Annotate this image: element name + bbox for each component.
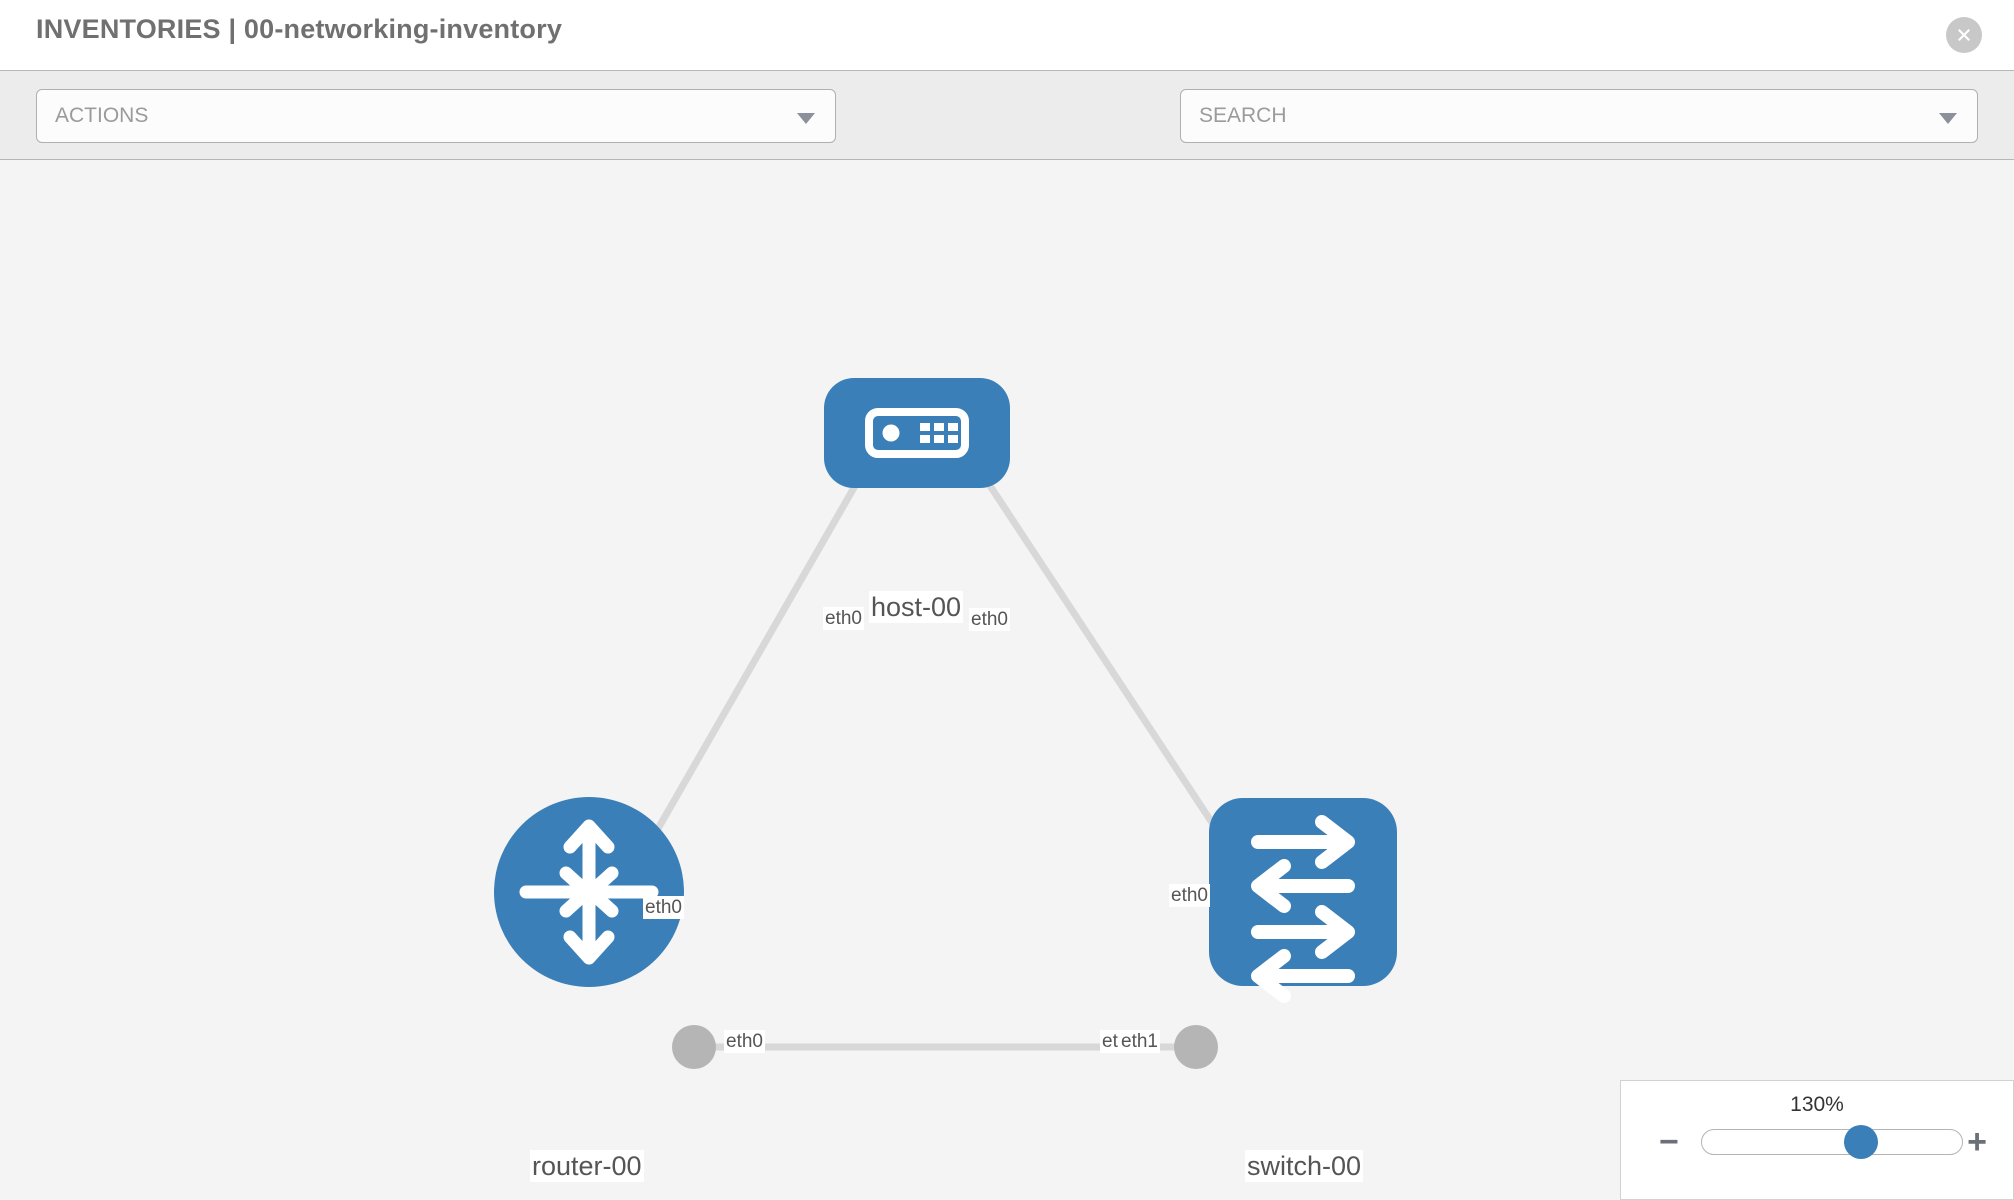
zoom-out-button[interactable]: − — [1659, 1123, 1679, 1161]
zoom-control-panel: 130% − + — [1620, 1080, 2014, 1200]
node-label-host-00: host-00 — [869, 591, 964, 623]
zoom-in-button[interactable]: + — [1967, 1123, 1987, 1161]
zoom-level-label: 130% — [1790, 1093, 1844, 1116]
search-input[interactable]: SEARCH — [1180, 89, 1978, 143]
server-icon — [865, 408, 969, 458]
zoom-slider-handle[interactable] — [1843, 1125, 1878, 1159]
edge-label: eth0 — [1169, 884, 1210, 907]
edge-host-switch[interactable] — [947, 423, 1233, 852]
topology-canvas[interactable]: eth0 host-00 eth0 eth0 eth0 eth0 eth eth… — [0, 160, 2014, 1200]
edge-label: eth0 — [823, 607, 864, 630]
close-icon[interactable] — [1946, 17, 1982, 53]
switch-arrows-icon — [1251, 815, 1355, 1003]
chevron-down-icon — [1939, 113, 1957, 124]
edge-label: eth0 — [643, 896, 684, 919]
edge-label: eth1 — [1119, 1030, 1160, 1053]
node-router-00[interactable] — [494, 797, 684, 987]
actions-dropdown-label: ACTIONS — [55, 104, 149, 127]
node-switch-00[interactable] — [1209, 798, 1397, 1003]
edge-host-router[interactable] — [636, 423, 894, 862]
topology-graph — [494, 378, 1397, 1069]
page-header: INVENTORIES | 00-networking-inventory — [0, 0, 2014, 70]
edge-label: eth0 — [969, 608, 1010, 631]
search-placeholder: SEARCH — [1199, 104, 1287, 127]
chevron-down-icon — [797, 113, 815, 124]
toolbar: ACTIONS SEARCH — [0, 70, 2014, 198]
node-label-router-00: router-00 — [530, 1150, 644, 1182]
router-arrows-icon — [519, 819, 659, 965]
zoom-slider[interactable] — [1701, 1125, 1963, 1159]
page-title: INVENTORIES | 00-networking-inventory — [36, 14, 563, 44]
actions-dropdown[interactable]: ACTIONS — [36, 89, 836, 143]
edge-label: eth0 — [724, 1030, 765, 1053]
node-label-switch-00: switch-00 — [1245, 1150, 1364, 1182]
node-host-00[interactable] — [824, 378, 1010, 488]
edge-endpoints — [672, 400, 1254, 1069]
